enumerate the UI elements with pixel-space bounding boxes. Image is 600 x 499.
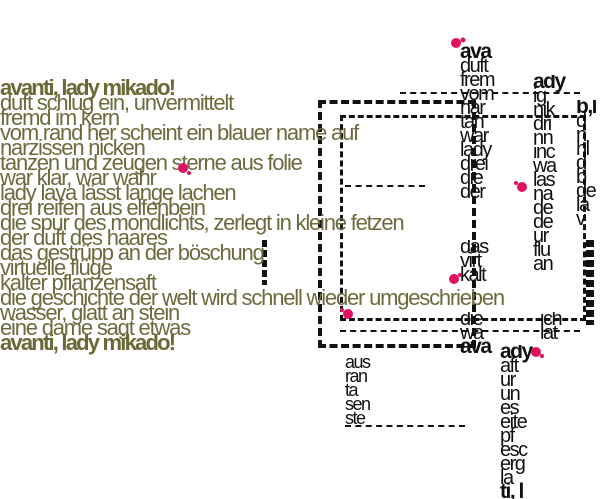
column-foot: ti, l: [500, 480, 524, 499]
poem-text: avanti, lady mikado! duft schlug ein, un…: [0, 75, 505, 355]
pink-splash-icon: [178, 163, 191, 175]
fragment: ich: [540, 312, 563, 330]
poem-line: das gestrüpp an der böschung: [0, 240, 265, 265]
collage-column-mid: aus ran ta sen ste: [345, 355, 385, 425]
poem-line: eine dame sagt etwas: [0, 315, 191, 340]
pink-splash-icon: [340, 308, 353, 319]
poem-title: avanti, lady mikado!: [0, 75, 176, 100]
column-head: ava: [460, 45, 492, 63]
column-head: b,l: [576, 100, 598, 118]
fragment: virt: [460, 250, 482, 272]
column-head: ady: [500, 345, 533, 363]
fragment: kalt: [460, 264, 487, 282]
fragment: b: [576, 166, 587, 188]
fragment: de: [533, 211, 554, 233]
collage-column-4: ady aft ur un es eite pf esc erg la ti, …: [500, 345, 540, 499]
fragment: de: [533, 197, 554, 219]
fragment: ava: [460, 335, 492, 354]
fragment: aft: [500, 355, 519, 377]
poem-line: war klar, war wahr: [0, 165, 157, 190]
poem-closing: avanti, lady mikado!: [0, 330, 176, 355]
pink-splash-icon: [449, 273, 462, 284]
fragment: der: [460, 181, 486, 199]
collage-line: [340, 330, 580, 332]
collage-line: [345, 425, 465, 427]
poem-line: narzissen nicken: [0, 135, 146, 160]
fragment: das: [460, 240, 489, 258]
collage-column-2: ady ig nik dri nn inc wa las na de de ur…: [533, 75, 571, 271]
fragment: ste: [345, 408, 366, 425]
poem-line: fremd im kern: [0, 105, 120, 130]
fragment: ur: [533, 225, 549, 247]
poem-line: die spur des mondlichts, zerlegt in klei…: [0, 210, 405, 235]
collage-column-1: ava duft frem vom nar tan war lady drei …: [460, 45, 500, 199]
fragment: flu: [533, 239, 551, 261]
collage-frame: [318, 100, 476, 348]
fragment: wa: [533, 155, 557, 177]
fragment: na: [533, 183, 554, 205]
poem-line: wasser, glatt an stein: [0, 300, 180, 325]
collage-line: [345, 185, 425, 187]
poem-line: kalter pflanzensaft: [0, 270, 157, 295]
fragment: hl: [576, 138, 590, 160]
poem-line: drei reifen aus elfenbein: [0, 195, 206, 220]
poem-line: virtuelle flüge: [0, 255, 113, 280]
fragment: aus: [345, 355, 371, 372]
fragment: nik: [533, 99, 556, 121]
column-head: ady: [533, 75, 566, 93]
fragment: eite: [500, 411, 528, 433]
fragment: duft: [460, 55, 489, 77]
poem-line: lady lava lässt lange lachen: [0, 180, 237, 205]
pink-splash-icon: [451, 37, 466, 48]
fragment: wa: [460, 322, 484, 344]
fragment: esc: [500, 439, 528, 461]
fragment: war: [460, 125, 489, 147]
fragment: nn: [533, 127, 554, 149]
collage-frame: [340, 115, 586, 321]
fragment: vom: [460, 83, 495, 105]
fragment: ig: [533, 85, 547, 107]
fragment: ur: [500, 369, 516, 391]
fragment: es: [500, 397, 520, 419]
fragment: lady: [460, 139, 492, 161]
fragment: un: [500, 383, 521, 405]
collage-bar: [586, 240, 594, 325]
collage-column-3: b,l d n hl d b de la v: [576, 100, 600, 226]
fragment: die: [460, 312, 484, 330]
fragment: la: [576, 194, 590, 216]
poem-line: die geschichte der welt wird schnell wie…: [0, 285, 505, 310]
fragment: pf: [500, 425, 515, 447]
fragment: die: [460, 167, 484, 189]
fragment: erg: [500, 453, 526, 475]
fragment: n: [576, 124, 587, 146]
fragment: an: [533, 253, 554, 271]
collage-column-1-lower: das virt kalt: [460, 240, 500, 282]
poem-line: vom rand her scheint ein blauer name auf: [0, 120, 359, 145]
pink-splash-icon: [531, 347, 544, 358]
collage-column-2-lower: ich lat: [540, 312, 578, 340]
collage-line: [400, 92, 580, 94]
poem-line: der duft des haares: [0, 225, 168, 250]
fragment: nar: [460, 97, 486, 119]
collage-bar: [262, 240, 267, 285]
fragment: inc: [533, 141, 556, 163]
poem-line: duft schlug ein, unvermittelt: [0, 90, 234, 115]
fragment: de: [576, 180, 597, 202]
fragment: frem: [460, 69, 496, 91]
fragment: d: [576, 152, 587, 174]
fragment: lat: [540, 322, 558, 340]
pink-splash-icon: [514, 181, 527, 192]
fragment: tan: [460, 111, 485, 133]
fragment: ran: [345, 366, 368, 386]
poem-line: tanzen und zeugen sterne aus folie: [0, 150, 303, 175]
fragment: d: [576, 110, 587, 132]
fragment: dri: [533, 113, 552, 135]
fragment: las: [533, 169, 556, 191]
collage-column-1-bottom: die wa ava: [460, 312, 500, 354]
fragment: ta: [345, 380, 359, 400]
fragment: v: [576, 208, 586, 226]
fragment: drei: [460, 153, 489, 175]
fragment: sen: [345, 394, 371, 414]
